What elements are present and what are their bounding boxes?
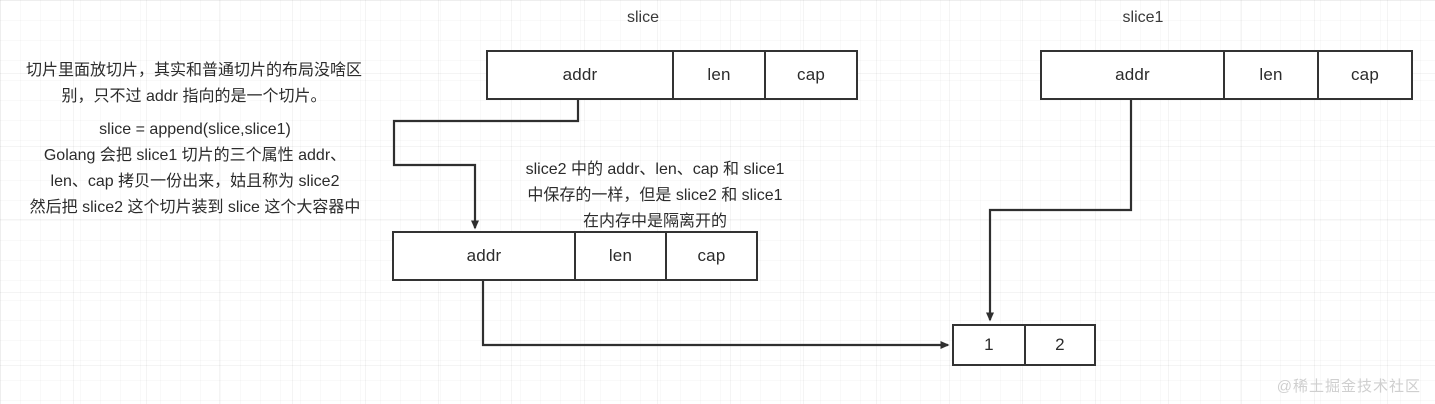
slice2-field-cap: cap (664, 233, 756, 279)
slice-struct: addr len cap (486, 50, 858, 100)
watermark: @稀土掘金技术社区 (1276, 378, 1421, 395)
slice-label: slice (626, 9, 659, 26)
underlying-array: 1 2 (952, 324, 1096, 366)
slice-field-len: len (671, 52, 764, 98)
array-element-1: 2 (1023, 326, 1094, 364)
note-copy-explain: slice2 中的 addr、len、cap 和 slice1 中保存的一样，但… (525, 161, 785, 230)
slice-field-cap: cap (764, 52, 856, 98)
slice-field-addr: addr (562, 65, 598, 84)
slice2-field-addr: addr (466, 246, 502, 265)
note-append-explain: slice = append(slice,slice1) Golang 会把 s… (29, 121, 361, 216)
array-element-0: 1 (984, 335, 994, 354)
edge-slice2-addr-to-array (481, 281, 950, 349)
edge-slice1-addr-to-array (986, 100, 1133, 322)
slice1-label: slice1 (1122, 9, 1164, 26)
slice1-field-cap: cap (1317, 52, 1411, 98)
slice2-field-len: len (573, 233, 665, 279)
slice1-field-len: len (1223, 52, 1317, 98)
note-intro: 切片里面放切片，其实和普通切片的布局没啥区 别，只不过 addr 指向的是一个切… (25, 62, 362, 105)
slice2-struct: addr len cap (392, 231, 758, 281)
slice1-field-addr: addr (1115, 65, 1150, 84)
slice1-struct: addr len cap (1040, 50, 1413, 100)
